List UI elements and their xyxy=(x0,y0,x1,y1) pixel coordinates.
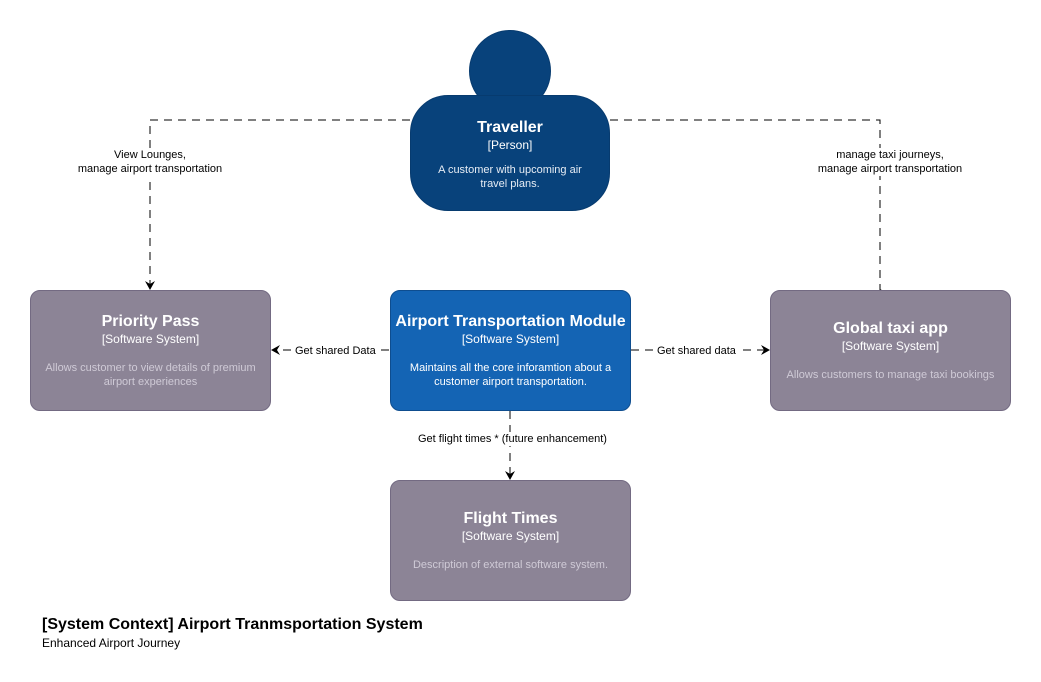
flight-times-desc: Description of external software system. xyxy=(412,559,609,571)
priority-pass-desc: Allows customer to view details of premi… xyxy=(45,362,256,388)
traveller-title: Traveller xyxy=(477,119,543,136)
flight-times-title: Flight Times xyxy=(463,510,558,527)
airport-module-title: Airport Transportation Module xyxy=(395,313,626,330)
edge-traveller-global-taxi xyxy=(610,119,889,299)
traveller-person[interactable]: Traveller [Person] A customer with upcom… xyxy=(410,95,610,211)
airport-module-type: [Software System] xyxy=(461,332,560,346)
priority-pass-type: [Software System] xyxy=(101,332,200,346)
label-get-shared-data-taxi: Get shared data xyxy=(655,344,738,358)
global-taxi-type: [Software System] xyxy=(841,339,940,353)
airport-module-desc: Maintains all the core inforamtion about… xyxy=(409,362,612,388)
global-taxi-desc: Allows customers to manage taxi bookings xyxy=(786,369,995,381)
traveller-type: [Person] xyxy=(487,138,533,152)
diagram-subtitle: Enhanced Airport Journey xyxy=(42,636,181,650)
label-get-flight-times: Get flight times * (future enhancement) xyxy=(416,432,609,446)
flight-times-system[interactable]: Flight Times [Software System] Descripti… xyxy=(390,480,631,601)
global-taxi-title: Global taxi app xyxy=(833,320,948,337)
priority-pass-title: Priority Pass xyxy=(101,313,200,330)
priority-pass-system[interactable]: Priority Pass [Software System] Allows c… xyxy=(30,290,271,411)
traveller-desc: A customer with upcoming air travel plan… xyxy=(438,164,582,190)
label-manage-taxi-journeys: manage taxi journeys, manage airport tra… xyxy=(810,148,970,176)
diagram-title: [System Context] Airport Tranmsportation… xyxy=(42,616,423,633)
label-get-shared-data-priority: Get shared Data xyxy=(293,344,378,358)
edge-traveller-priority-pass xyxy=(145,119,410,290)
global-taxi-app-system[interactable]: Global taxi app [Software System] Allows… xyxy=(770,290,1011,411)
flight-times-type: [Software System] xyxy=(461,529,560,543)
label-view-lounges: View Lounges, manage airport transportat… xyxy=(70,148,230,176)
airport-transportation-module-system[interactable]: Airport Transportation Module [Software … xyxy=(390,290,631,411)
